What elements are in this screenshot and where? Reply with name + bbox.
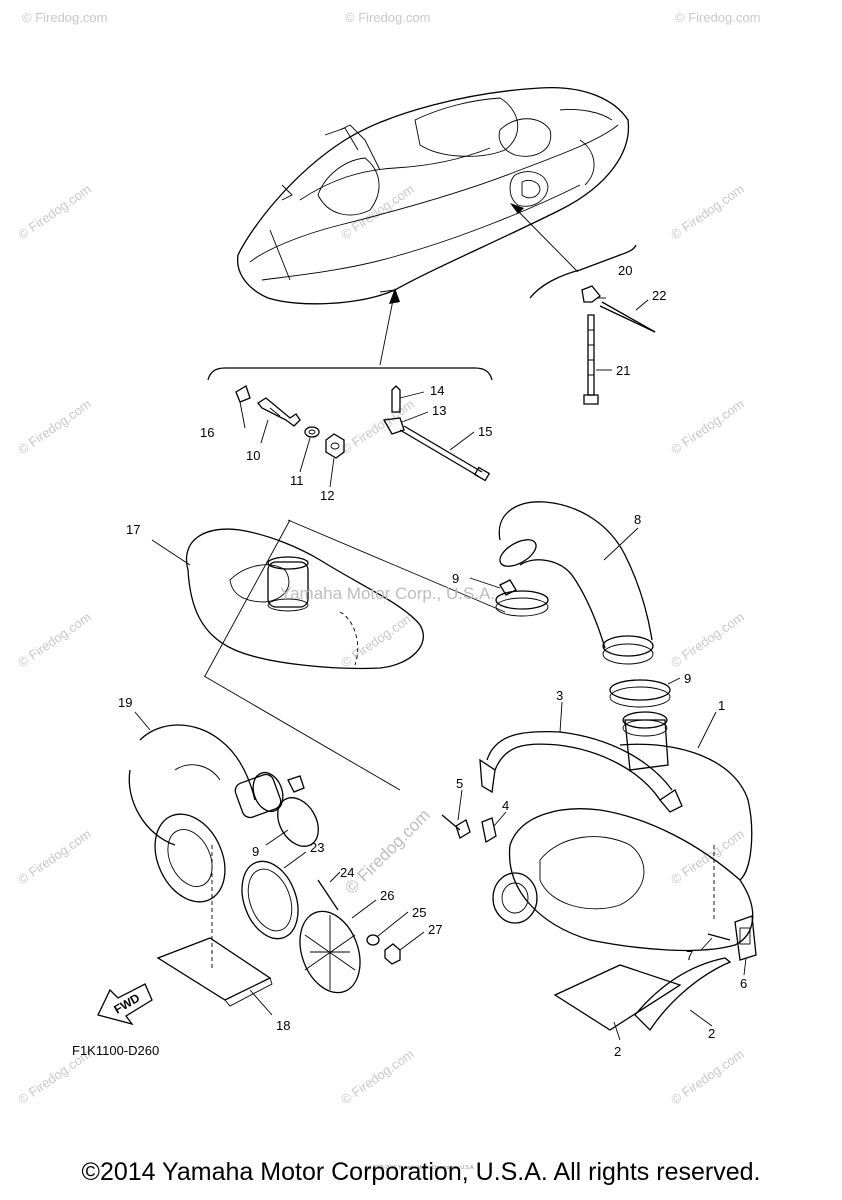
- watercraft-outline: [237, 86, 630, 305]
- watermark: © Firedog.com: [15, 396, 94, 457]
- footer-copyright: ©2014 Yamaha Motor Corporation, U.S.A. A…: [81, 1158, 761, 1186]
- part-label-2: 2: [708, 1026, 715, 1041]
- diagram-code: F1K1100-D260: [72, 1043, 160, 1058]
- leader-lines: [134, 297, 747, 1041]
- watermark: © Firedog.com: [22, 10, 107, 25]
- part-label-1: 1: [718, 698, 725, 713]
- part-label-16: 16: [200, 425, 214, 440]
- fwd-arrow: FWD: [97, 983, 153, 1026]
- part-18-shield: [156, 845, 273, 1007]
- watermark: © Firedog.com: [668, 609, 747, 670]
- part-label-13: 13: [432, 403, 446, 418]
- watermark-inline: © Firedog.com: [341, 805, 433, 897]
- part-label-9: 9: [684, 671, 691, 686]
- fwd-label: FWD: [112, 991, 143, 1017]
- part-label-20: 20: [618, 263, 632, 278]
- part-label-22: 22: [652, 288, 666, 303]
- part-label-21: 21: [616, 363, 630, 378]
- part-label-5: 5: [456, 776, 463, 791]
- part-label-25: 25: [412, 905, 426, 920]
- watermark: © Firedog.com: [15, 609, 94, 670]
- part-label-9: 9: [452, 571, 459, 586]
- part-19-pipe: [128, 724, 284, 846]
- watermark: © Firedog.com: [675, 10, 760, 25]
- part-label-27: 27: [428, 922, 442, 937]
- part-label-23: 23: [310, 840, 324, 855]
- part-label-12: 12: [320, 488, 334, 503]
- small-parts-muffler: [441, 814, 757, 961]
- watermark: © Firedog.com: [668, 1046, 747, 1107]
- part-label-10: 10: [246, 448, 260, 463]
- part-label-11: 11: [290, 473, 304, 488]
- part-label-15: 15: [478, 424, 492, 439]
- flanges: [154, 813, 401, 994]
- tiny-copyright: (c) 2000-2016 Yamaha Motor Corporation, …: [365, 1165, 475, 1171]
- part-label-26: 26: [380, 888, 394, 903]
- part-3-strap: [479, 730, 683, 813]
- part-label-2: 2: [614, 1044, 621, 1059]
- part-2-shields: [553, 957, 732, 1032]
- part-17-pipe: [185, 528, 424, 670]
- part-label-3: 3: [556, 688, 563, 703]
- part-label-14: 14: [430, 383, 444, 398]
- watermark-center: Yamaha Motor Corp., U.S.A.: [280, 584, 496, 603]
- watermark: © Firedog.com: [338, 1046, 417, 1107]
- part-labels: 1 2 2 3 4 5 6 7 8 9 9 9 10 11 12 13 14 1…: [118, 263, 747, 1059]
- part-label-4: 4: [502, 798, 509, 813]
- part-label-6: 6: [740, 976, 747, 991]
- part-label-17: 17: [126, 522, 140, 537]
- watermark: © Firedog.com: [338, 181, 417, 242]
- small-parts-left: [235, 385, 345, 459]
- watermark: © Firedog.com: [345, 10, 430, 25]
- watermark-layer: © Firedog.com © Firedog.com © Firedog.co…: [15, 10, 760, 1107]
- part-label-19: 19: [118, 695, 132, 710]
- part-label-9: 9: [252, 844, 259, 859]
- small-parts-center: [382, 385, 491, 482]
- part-label-8: 8: [634, 512, 641, 527]
- callout-brackets: [207, 203, 637, 381]
- clamps-9: [277, 579, 671, 847]
- watermark: © Firedog.com: [668, 181, 747, 242]
- part-label-7: 7: [686, 948, 693, 963]
- part-1-muffler: [492, 711, 754, 952]
- part-label-24: 24: [340, 865, 354, 880]
- watermark: © Firedog.com: [668, 826, 747, 887]
- outline-17: [203, 519, 506, 791]
- part-8-pipe: [498, 501, 654, 665]
- watermark: © Firedog.com: [668, 396, 747, 457]
- small-parts-right: [581, 285, 656, 405]
- watermark: © Firedog.com: [15, 826, 94, 887]
- part-label-18: 18: [276, 1018, 290, 1033]
- watermark: © Firedog.com: [15, 181, 94, 242]
